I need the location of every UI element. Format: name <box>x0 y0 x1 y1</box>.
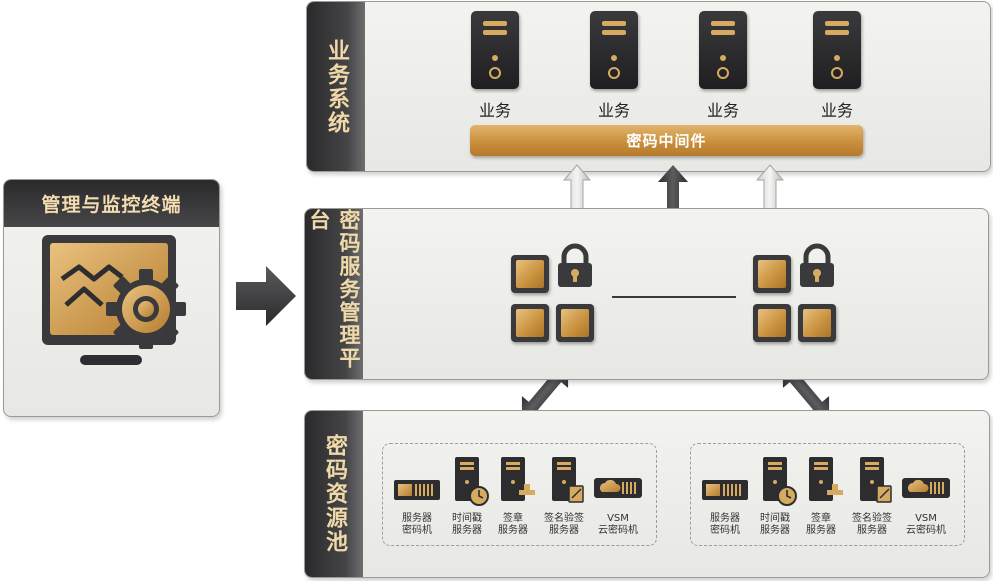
crypto-middleware-bar: 密码中间件 <box>470 125 863 156</box>
crypto-platform-label: 密码服务管理平台 <box>305 209 363 379</box>
verify-server-icon <box>552 457 584 503</box>
business-server-label: 业务 <box>820 101 853 120</box>
business-server-label: 业务 <box>597 101 630 120</box>
crypto-node-square <box>753 304 791 342</box>
business-server-icon <box>813 11 861 89</box>
crypto-node-square <box>753 255 791 293</box>
business-server-label: 业务 <box>478 101 511 120</box>
resource-group <box>382 443 657 546</box>
business-server-label: 业务 <box>706 101 739 120</box>
resource-pool-label: 密码资源池 <box>305 411 363 577</box>
resource-icons-group-2 <box>702 457 950 506</box>
business-server-icon <box>590 11 638 89</box>
crypto-node-square <box>798 304 836 342</box>
monitor-gear-icon <box>42 235 186 365</box>
resource-label: 服务器密码机 <box>402 513 432 536</box>
signature-server-icon <box>501 457 535 501</box>
crypto-node-square <box>511 255 549 293</box>
business-server-icon <box>699 11 747 89</box>
resource-label: 时间戳服务器 <box>452 513 482 536</box>
resource-label: 签章服务器 <box>806 513 836 536</box>
timestamp-server-icon <box>455 457 489 506</box>
business-server-icon <box>471 11 519 89</box>
signature-server-icon <box>809 457 843 501</box>
verify-server-icon <box>860 457 892 503</box>
resource-label: 时间戳服务器 <box>760 513 790 536</box>
resource-group <box>690 443 965 546</box>
resource-label: 签章服务器 <box>498 513 528 536</box>
cloud-hsm-icon <box>902 478 950 498</box>
resource-icons-group-1 <box>394 457 642 506</box>
crypto-node-square <box>556 304 594 342</box>
lock-icon <box>558 243 592 287</box>
cluster-connector-line <box>612 296 736 298</box>
timestamp-server-icon <box>763 457 797 506</box>
resource-label: 签名验签服务器 <box>544 513 584 536</box>
rack-server-icon <box>702 480 748 500</box>
terminal-to-platform-arrow <box>236 266 296 326</box>
cloud-hsm-icon <box>594 478 642 498</box>
crypto-node-square <box>511 304 549 342</box>
monitor-terminal-title: 管理与监控终端 <box>4 180 219 227</box>
lock-icon <box>800 243 834 287</box>
crypto-platform-panel: 密码服务管理平台 <box>304 208 989 380</box>
business-system-label: 业务系统 <box>307 2 365 171</box>
resource-label: 服务器密码机 <box>710 513 740 536</box>
monitor-terminal-card: 管理与监控终端 <box>3 179 220 417</box>
rack-server-icon <box>394 480 440 500</box>
resource-label: 签名验签服务器 <box>852 513 892 536</box>
